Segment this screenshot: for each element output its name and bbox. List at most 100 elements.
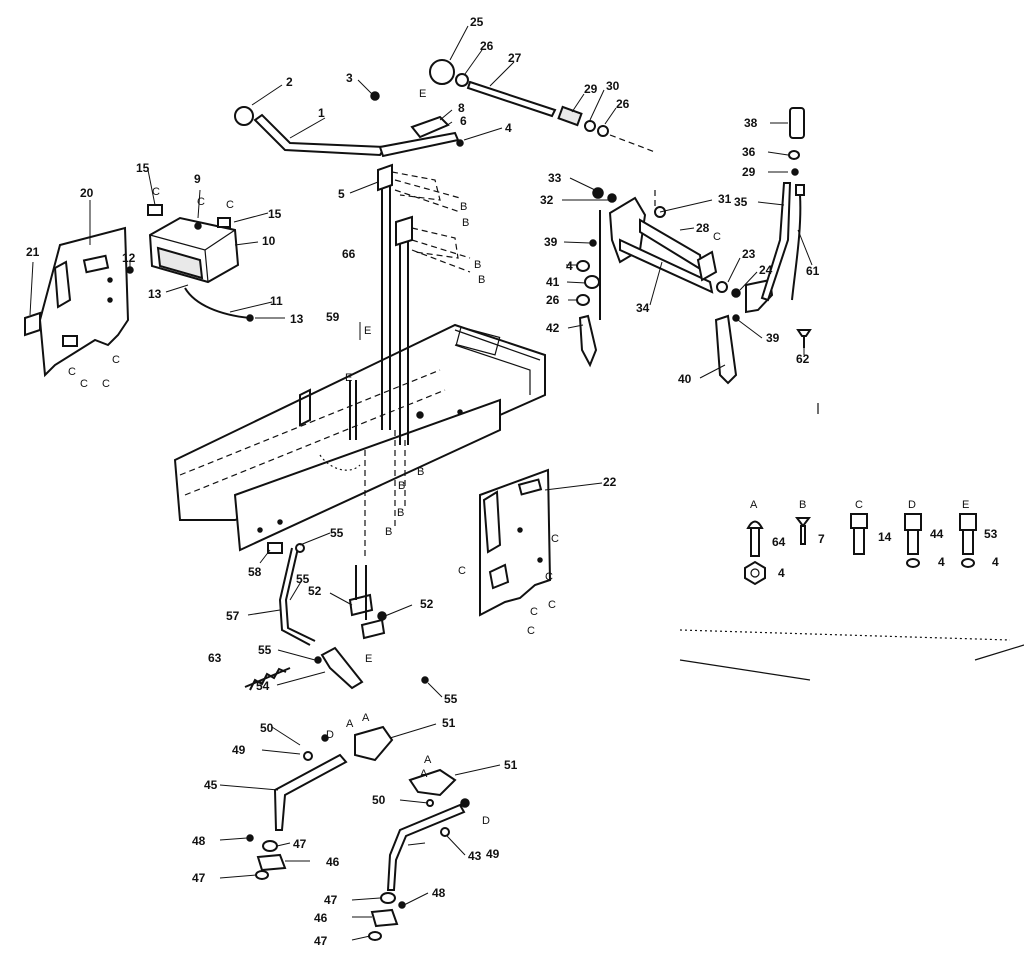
ref-b-r3: B bbox=[397, 507, 404, 519]
ref-c9: C bbox=[197, 196, 205, 208]
ref-c15a: C bbox=[152, 186, 160, 198]
ref-b66b: B bbox=[478, 274, 485, 286]
callout-63: 63 bbox=[208, 651, 222, 665]
rod-35-61 bbox=[760, 107, 812, 348]
ref-e59: E bbox=[364, 325, 371, 337]
ref-e52: E bbox=[365, 653, 372, 665]
arm-40 bbox=[714, 314, 740, 385]
ref-c15b: C bbox=[226, 199, 234, 211]
ref-b5b: B bbox=[462, 217, 469, 229]
callout-15a: 15 bbox=[136, 161, 150, 175]
callout-39b: 39 bbox=[766, 331, 780, 345]
callout-41: 41 bbox=[546, 275, 560, 289]
callout-28: 28 bbox=[696, 221, 710, 235]
callout-8: 8 bbox=[458, 101, 465, 115]
side-panel-22 bbox=[479, 468, 552, 617]
callout-21: 21 bbox=[26, 245, 40, 259]
bolt-a-icon bbox=[744, 520, 766, 586]
part-callouts: 1 2 3 4 5 6 8 9 10 11 12 13 13 15 15 20 … bbox=[26, 15, 820, 948]
callout-29b: 29 bbox=[742, 165, 756, 179]
callout-51b: 51 bbox=[504, 758, 518, 772]
ref-c22d: C bbox=[548, 599, 556, 611]
callout-47c: 47 bbox=[324, 893, 338, 907]
callout-26a: 26 bbox=[480, 39, 494, 53]
ref-c22c: C bbox=[545, 571, 553, 583]
ref-c20d: C bbox=[80, 378, 88, 390]
callout-51a: 51 bbox=[442, 716, 456, 730]
main-frame bbox=[173, 323, 546, 552]
ref-b5a: B bbox=[460, 201, 467, 213]
legend-letter-b: B bbox=[799, 499, 806, 511]
callout-6: 6 bbox=[460, 114, 467, 128]
legend-bolt-a: 64 bbox=[772, 535, 786, 549]
callout-42: 42 bbox=[546, 321, 560, 335]
legend-letter-e: E bbox=[962, 499, 969, 511]
scan-marks bbox=[679, 403, 1024, 681]
ref-c22f: C bbox=[527, 625, 535, 637]
callout-45: 45 bbox=[204, 778, 218, 792]
ref-b-r1: B bbox=[417, 466, 424, 478]
arm-54 bbox=[314, 646, 429, 690]
callout-15b: 15 bbox=[268, 207, 282, 221]
callout-33: 33 bbox=[548, 171, 562, 185]
callout-12: 12 bbox=[122, 251, 136, 265]
bracket-8 bbox=[370, 91, 464, 147]
callout-13a: 13 bbox=[148, 287, 162, 301]
steering-shafts bbox=[349, 180, 409, 560]
spring-63 bbox=[244, 667, 291, 691]
legend-bolt-e: 53 bbox=[984, 527, 998, 541]
ref-b-r4: B bbox=[385, 526, 392, 538]
callout-52a: 52 bbox=[308, 584, 322, 598]
callout-39a: 39 bbox=[544, 235, 558, 249]
clamp-52 bbox=[348, 565, 387, 640]
shift-rod-27 bbox=[429, 59, 656, 153]
callout-50a: 50 bbox=[260, 721, 274, 735]
ref-c22b: C bbox=[458, 565, 466, 577]
control-box-10 bbox=[147, 204, 240, 284]
hardware-letter-refs: E C C C B B B B C C C C E E B B B B C E … bbox=[68, 88, 721, 827]
ref-a51a: A bbox=[346, 718, 354, 730]
ref-d51: D bbox=[326, 729, 334, 741]
callout-50b: 50 bbox=[372, 793, 386, 807]
callout-38: 38 bbox=[744, 116, 758, 130]
bolt-c-icon bbox=[850, 513, 868, 555]
callout-29a: 29 bbox=[584, 82, 598, 96]
legend-bolt-c: 14 bbox=[878, 530, 892, 544]
callout-34: 34 bbox=[636, 301, 650, 315]
callout-40: 40 bbox=[678, 372, 692, 386]
callout-30: 30 bbox=[606, 79, 620, 93]
ref-a51b: A bbox=[362, 712, 370, 724]
callout-57: 57 bbox=[226, 609, 240, 623]
legend-bolt-b: 7 bbox=[818, 532, 825, 546]
ref-e-frame: E bbox=[345, 372, 352, 384]
legend-nut-d: 4 bbox=[938, 555, 945, 569]
callout-47a: 47 bbox=[293, 837, 307, 851]
hardware-legend-labels: A 64 4 B 7 C 14 D 44 4 E 53 4 bbox=[750, 499, 999, 580]
ref-c20a: C bbox=[112, 354, 120, 366]
legend-letter-a: A bbox=[750, 499, 758, 511]
bolt-d-icon bbox=[904, 513, 922, 568]
legend-nut-a: 4 bbox=[778, 566, 785, 580]
callout-32: 32 bbox=[540, 193, 554, 207]
legend-bolt-d: 44 bbox=[930, 527, 944, 541]
bolt-e-icon bbox=[959, 513, 977, 568]
rod-57 bbox=[278, 543, 316, 646]
legend-letter-d: D bbox=[908, 499, 916, 511]
callout-59: 59 bbox=[326, 310, 340, 324]
callout-24: 24 bbox=[759, 263, 773, 277]
callout-2: 2 bbox=[286, 75, 293, 89]
callout-48a: 48 bbox=[192, 834, 206, 848]
ref-b-r2: B bbox=[398, 480, 405, 492]
callout-52b: 52 bbox=[420, 597, 434, 611]
callout-49b: 49 bbox=[486, 847, 500, 861]
ref-c31: C bbox=[713, 231, 721, 243]
callout-31: 31 bbox=[718, 192, 732, 206]
callout-25: 25 bbox=[470, 15, 484, 29]
ref-c22e: C bbox=[530, 606, 538, 618]
callout-3: 3 bbox=[346, 71, 353, 85]
drag-link-43 bbox=[368, 768, 470, 941]
bracket-5 bbox=[377, 163, 461, 213]
callout-54: 54 bbox=[256, 679, 270, 693]
legend-letter-c: C bbox=[855, 499, 863, 511]
callout-35: 35 bbox=[734, 195, 748, 209]
